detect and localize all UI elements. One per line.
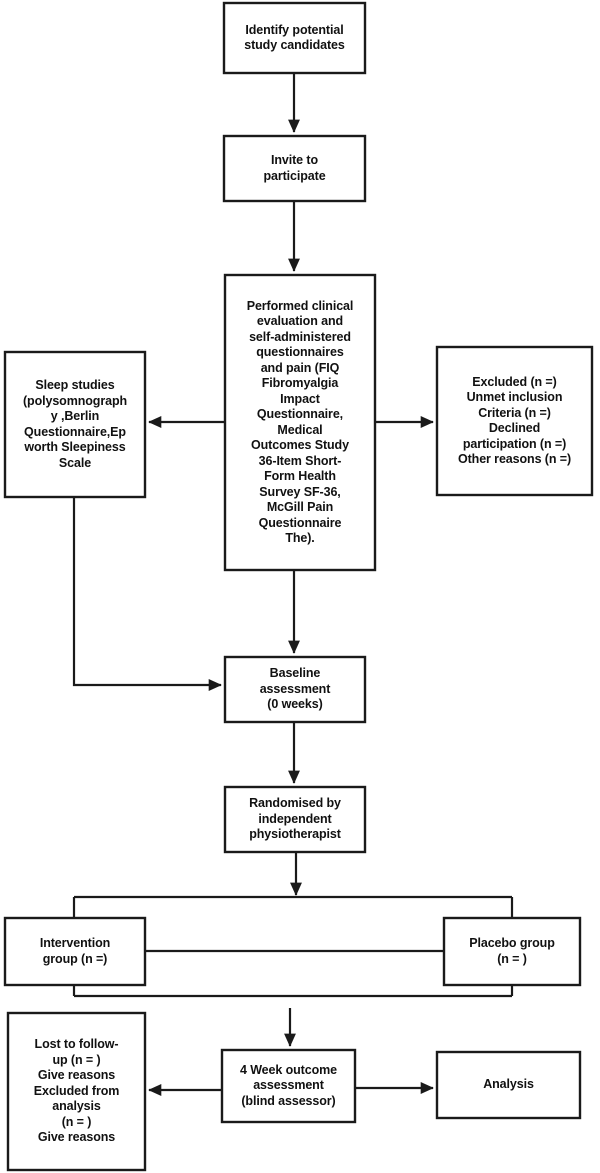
connector-sleep-to-baseline bbox=[72, 497, 222, 691]
node-box-analysis bbox=[435, 1050, 582, 1120]
node-box-baseline bbox=[223, 655, 367, 724]
node-box-lost bbox=[6, 1011, 147, 1172]
node-box-placebo bbox=[442, 916, 582, 987]
node-box-layer bbox=[3, 1, 594, 1172]
node-box-sleep bbox=[3, 350, 147, 499]
node-box-randomised bbox=[223, 785, 367, 854]
node-box-invite bbox=[222, 134, 367, 203]
node-box-outcome bbox=[220, 1048, 357, 1124]
node-box-identify bbox=[222, 1, 367, 75]
node-box-assessment bbox=[223, 273, 377, 572]
node-box-intervention bbox=[3, 916, 147, 987]
node-box-excluded bbox=[435, 345, 594, 497]
connector-layer bbox=[72, 73, 514, 1096]
